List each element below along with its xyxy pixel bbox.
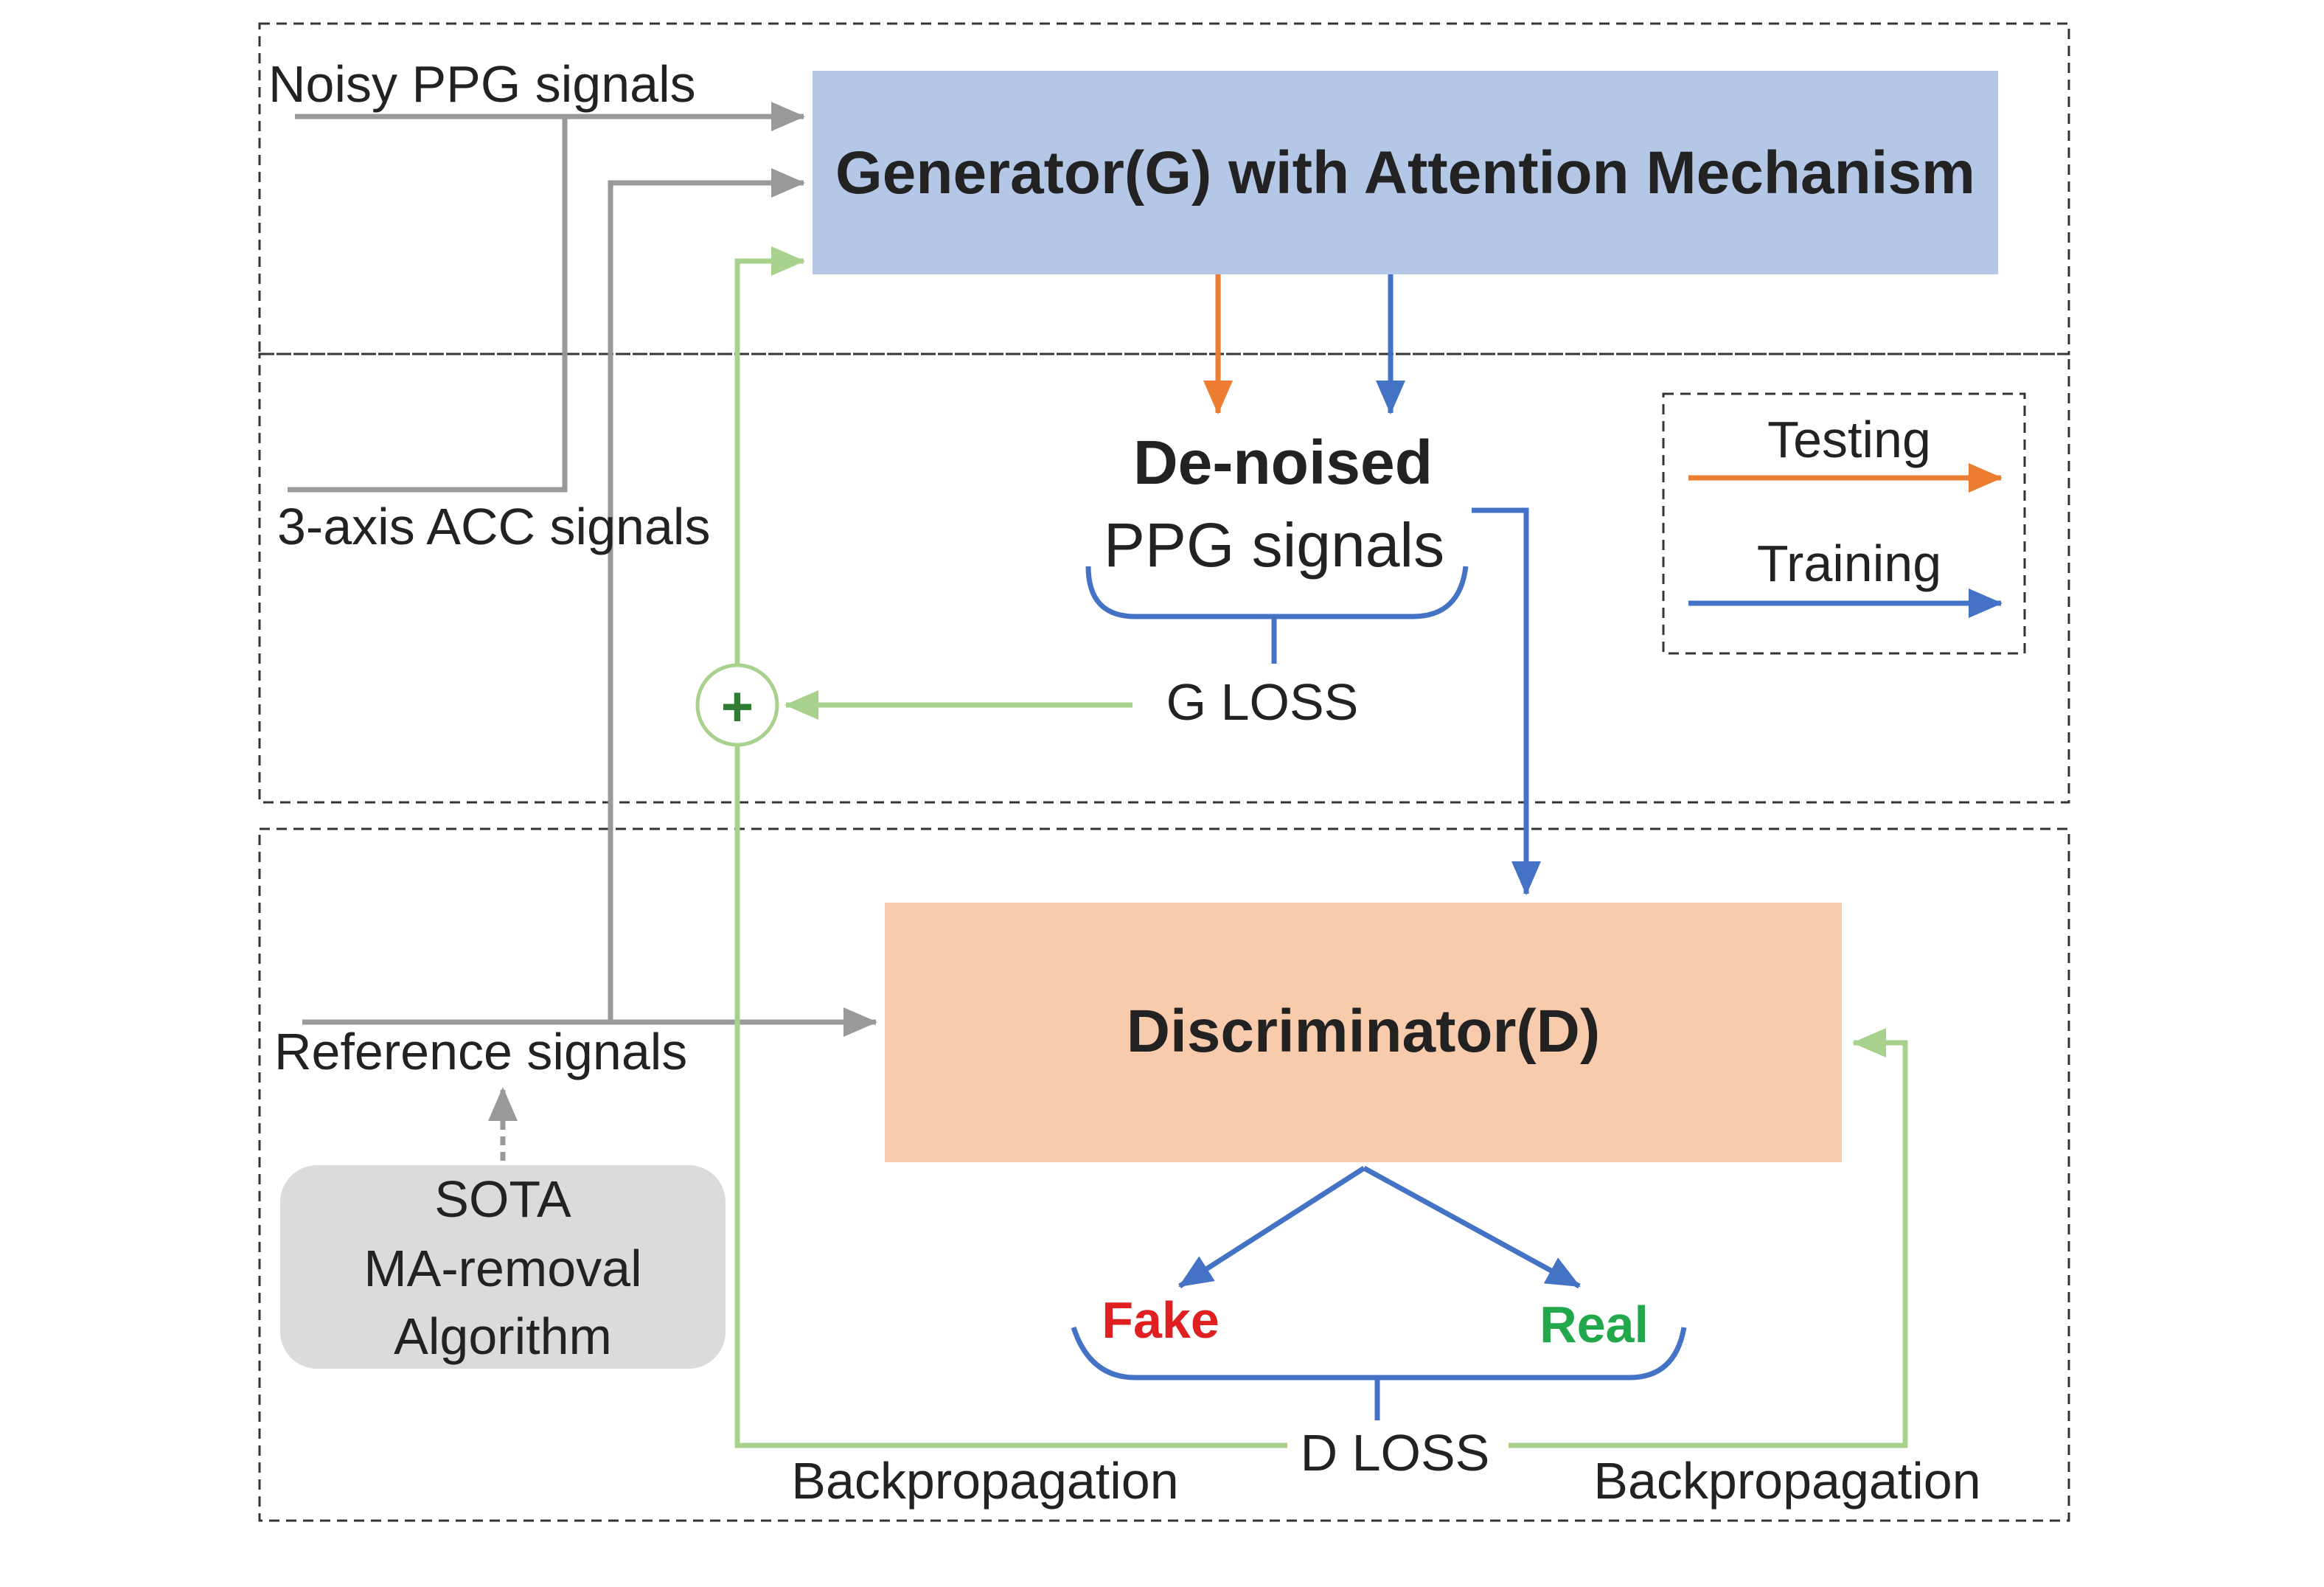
legend-training-label: Training: [1757, 535, 1941, 592]
reference-to-generator-arrow: [608, 168, 805, 1022]
generator-label: Generator(G) with Attention Mechanism: [835, 139, 1975, 206]
backprop-left-line: [734, 745, 1287, 1448]
plus-icon: +: [721, 676, 754, 738]
discriminator-section-frame: [258, 827, 2070, 1522]
acc-arrow: [288, 117, 568, 493]
noisy-ppg-label: Noisy PPG signals: [268, 55, 696, 113]
backprop-right-label: Backpropagation: [1593, 1452, 1980, 1510]
real-arrow: [1363, 1165, 1581, 1289]
input-arrows: [288, 102, 877, 1037]
denoised-line-2: PPG signals: [1104, 510, 1444, 580]
output-brace: [1071, 1326, 1687, 1420]
sota-line-3: Algorithm: [394, 1308, 612, 1365]
d-loss-label: D LOSS: [1301, 1424, 1490, 1482]
denoised-line-1: De-noised: [1133, 428, 1433, 497]
legend-testing-label: Testing: [1767, 411, 1931, 468]
denoised-to-discriminator-arrow: [1472, 507, 1541, 895]
backprop-left-label: Backpropagation: [791, 1452, 1178, 1510]
sota-line-1: SOTA: [434, 1170, 571, 1228]
generator-box: [813, 71, 1998, 274]
backprop-right-arrow: [1509, 1028, 1908, 1448]
reference-label: Reference signals: [274, 1023, 687, 1080]
acc-label: 3-axis ACC signals: [277, 498, 710, 555]
sota-algorithm-box: [280, 1165, 726, 1369]
g-loss-label: G LOSS: [1166, 673, 1359, 731]
denoised-brace: [1085, 566, 1469, 664]
real-label: Real: [1540, 1296, 1649, 1353]
fake-arrow: [1178, 1166, 1365, 1288]
section-frames: [258, 22, 2070, 1522]
discriminator-box: [885, 903, 1842, 1162]
discriminator-label: Discriminator(D): [1127, 998, 1600, 1065]
fake-label: Fake: [1102, 1291, 1220, 1349]
sota-line-2: MA-removal: [363, 1240, 641, 1297]
legend-frame: [1662, 392, 2026, 655]
backprop-to-generator-arrow: [734, 246, 805, 665]
loss-section-frame: [258, 353, 2070, 804]
